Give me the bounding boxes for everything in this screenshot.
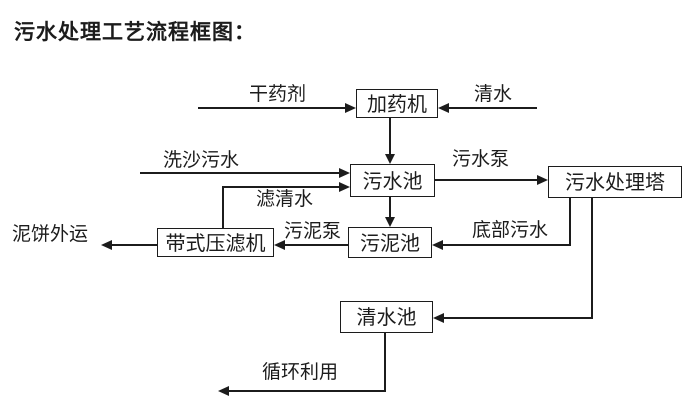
arrowhead-sand-washing-sewage <box>339 168 350 178</box>
connector-tower-to-clean-pool-vertical <box>591 198 593 318</box>
connector-recycling <box>228 390 386 392</box>
connector-clean-pool-down <box>384 333 386 391</box>
flow-label-clean-water: 清水 <box>474 83 513 105</box>
page-title: 污水处理工艺流程框图： <box>14 20 256 44</box>
arrowhead-tower-to-clean-pool <box>433 313 444 323</box>
connector-sludge-pump <box>284 244 348 246</box>
flow-label-mud-cake-transport: 泥饼外运 <box>12 223 89 245</box>
connector-mud-cake-transport <box>111 244 157 246</box>
flow-label-sludge-pump: 污泥泵 <box>284 220 342 242</box>
connector-bottom-sewage <box>442 244 571 246</box>
arrowhead-sludge-pump <box>274 240 285 250</box>
connector-sand-washing-sewage <box>140 172 340 174</box>
flow-label-sand-washing-sewage: 洗沙污水 <box>163 149 240 171</box>
flow-label-recycling: 循环利用 <box>262 361 339 383</box>
arrowhead-mud-cake-transport <box>101 240 112 250</box>
node-dosing-machine: 加药机 <box>356 89 438 118</box>
arrowhead-sewage-pump <box>537 175 548 185</box>
connector-sewage-pump <box>435 179 538 181</box>
connector-tower-to-clean-pool <box>443 317 593 319</box>
node-clean-water-pool: 清水池 <box>340 301 433 333</box>
arrowhead-sewage-to-sludge-pool <box>385 217 395 227</box>
connector-dry-chemical <box>198 107 346 109</box>
arrowhead-dosing-to-sewage-pool <box>385 154 395 164</box>
flow-label-sewage-pump: 污水泵 <box>452 148 510 170</box>
flow-label-bottom-sewage: 底部污水 <box>472 219 549 241</box>
node-sewage-treatment-tower: 污水处理塔 <box>548 166 682 198</box>
connector-sewage-to-sludge-pool <box>389 197 391 219</box>
arrowhead-recycling <box>218 386 229 396</box>
node-sewage-pool: 污水池 <box>350 164 435 197</box>
node-belt-filter-press: 带式压滤机 <box>157 228 274 257</box>
arrowhead-clean-water <box>438 103 449 113</box>
arrowhead-bottom-sewage <box>432 240 443 250</box>
arrowhead-dry-chemical <box>345 103 356 113</box>
connector-clean-water <box>448 107 537 109</box>
connector-bottom-sewage-vertical <box>569 198 571 245</box>
connector-filtered-water <box>222 186 340 188</box>
connector-filtered-water-vertical <box>222 186 224 228</box>
arrowhead-filtered-water <box>339 182 350 192</box>
connector-dosing-to-sewage-pool <box>389 118 391 155</box>
flow-label-dry-chemical: 干药剂 <box>249 83 307 105</box>
node-sludge-pool: 污泥池 <box>348 227 432 258</box>
flow-label-filtered-water: 滤清水 <box>256 188 314 210</box>
